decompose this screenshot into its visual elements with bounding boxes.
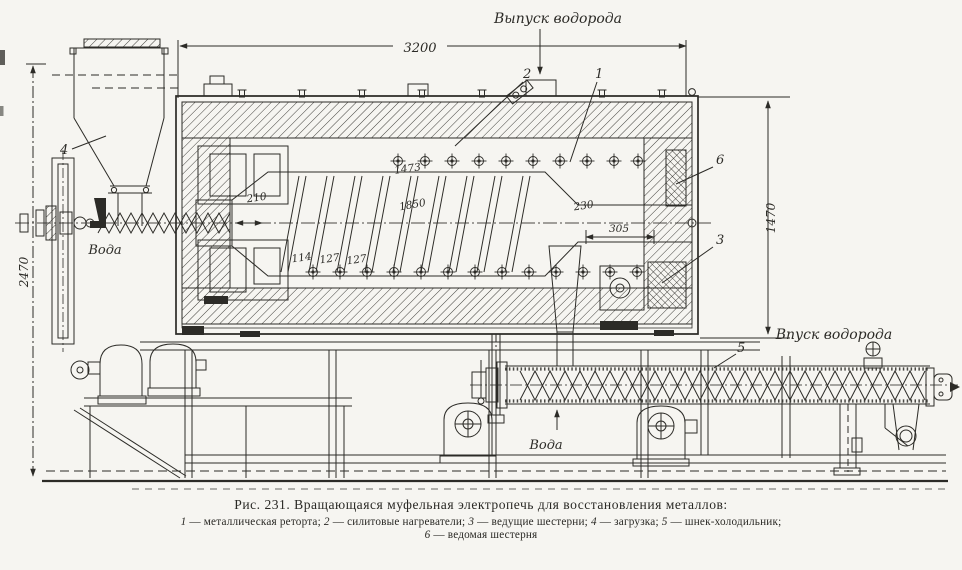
hopper-level-lines <box>52 75 182 88</box>
legend-item-4: 4 — загрузка; <box>591 516 662 528</box>
figure-legend-line1: 1 — металлическая реторта; 2 — силитовые… <box>0 516 962 529</box>
legend-item-3-text: — ведущие шестерни; <box>474 516 591 528</box>
callout-5-screw-cooler: 5 <box>714 341 745 368</box>
dim-2470-text: 2470 <box>17 256 31 288</box>
callout-5-text: 5 <box>737 341 745 356</box>
water-jacket-frame <box>52 150 74 352</box>
legend-item-2: 2 — силитовые нагреватели; <box>324 516 468 528</box>
dim-1473-text: 1473 <box>394 161 422 177</box>
legend-item-1: 1 — металлическая реторта; <box>181 516 324 528</box>
drive-gear-block <box>600 219 696 310</box>
retort <box>196 172 692 276</box>
label-hydrogen-outlet-group: Выпуск водорода <box>493 11 622 75</box>
legend-item-4-text: — загрузка; <box>596 516 662 528</box>
label-water-bottom-group: Вода <box>528 409 563 453</box>
dimension-2470: 2470 <box>17 64 46 477</box>
dim-1850-text: 1850 <box>398 197 427 214</box>
dim-210-text: 210 <box>245 191 268 206</box>
screw-cooler <box>470 342 960 475</box>
dim-305-text: 305 <box>609 223 629 235</box>
dim-chain-127a-text: 127 <box>319 252 341 267</box>
drive-motors <box>71 344 352 478</box>
callout-6-driven-gear: 6 <box>676 153 724 184</box>
cooler-downpipe <box>834 404 862 475</box>
worm-drive-left <box>440 403 496 463</box>
worm-drive-right <box>633 406 697 466</box>
callout-2-heaters: 2 <box>455 67 531 146</box>
callout-3-drive-gears: 3 <box>662 233 724 283</box>
legend-item-2-text: — силитовые нагреватели; <box>329 516 469 528</box>
callout-4-loading: 4 <box>59 136 106 158</box>
dim-chain-114-text: 114 <box>291 251 313 266</box>
label-hydrogen-outlet: Выпуск водорода <box>493 11 622 27</box>
cooler-helix <box>520 371 925 400</box>
label-water-left: Вода <box>87 243 121 258</box>
dim-230-text: 230 <box>572 199 595 214</box>
dimension-3200: 3200 <box>178 40 687 98</box>
legend-item-3-num: 3 <box>468 516 475 528</box>
cooler-discharge-chute <box>885 404 919 450</box>
callout-1-retort: 1 <box>570 67 603 162</box>
legend-item-5-text: — шнек-холодильник; <box>667 516 782 528</box>
feed-hopper <box>70 39 168 226</box>
legend-item-6-num: 6 <box>424 529 431 541</box>
figure-caption-block: Рис. 231. Вращающаяся муфельная электроп… <box>0 497 962 542</box>
legend-item-6-text: — ведомая шестерня <box>430 529 538 541</box>
callout-3-text: 3 <box>716 233 724 248</box>
callout-2-text: 2 <box>522 67 531 82</box>
callout-4-text: 4 <box>59 143 68 158</box>
callout-1-text: 1 <box>595 67 603 82</box>
driven-gear-block <box>666 150 686 206</box>
scan-smudges <box>0 50 5 116</box>
figure-legend-line2: 6 — ведомая шестерня <box>0 529 962 542</box>
legend-item-2-num: 2 <box>323 516 330 528</box>
legend-item-1-num: 1 <box>180 516 187 528</box>
discharge-funnel <box>549 246 581 366</box>
dim-1470-text: 1470 <box>764 202 778 233</box>
cooler-end-bearing <box>926 368 960 406</box>
figure-caption: Рис. 231. Вращающаяся муфельная электроп… <box>234 497 728 512</box>
ground-line <box>42 471 948 489</box>
dim-3200-text: 3200 <box>403 41 436 56</box>
outlet-fitting <box>506 80 556 104</box>
legend-item-6: 6 — ведомая шестерня <box>425 529 538 541</box>
inner-dimensions: 1473 1850 210 230 305 114 127 127 <box>245 161 630 267</box>
callout-6-text: 6 <box>716 153 724 168</box>
furnace-drawing: 2470 4 Вода <box>0 11 960 497</box>
legend-item-5: 5 — шнек-холодильник; <box>662 516 782 528</box>
legend-item-5-num: 5 <box>661 516 668 528</box>
label-water-bottom: Вода <box>528 438 562 453</box>
legend-item-1-text: — металлическая реторта; <box>186 516 324 528</box>
dimension-1470: 1470 <box>698 97 790 338</box>
inner-dimension-arrows <box>235 220 655 244</box>
dim-chain-127b-text: 127 <box>346 253 368 268</box>
label-hydrogen-inlet: Впуск водорода <box>775 327 893 343</box>
legend-item-4-num: 4 <box>591 516 597 528</box>
water-pipe <box>478 334 504 423</box>
cooler-inlet-valve <box>864 342 882 368</box>
feed-screw <box>20 198 230 240</box>
legend-item-3: 3 — ведущие шестерни; <box>468 516 591 528</box>
retort-flights <box>281 176 530 272</box>
